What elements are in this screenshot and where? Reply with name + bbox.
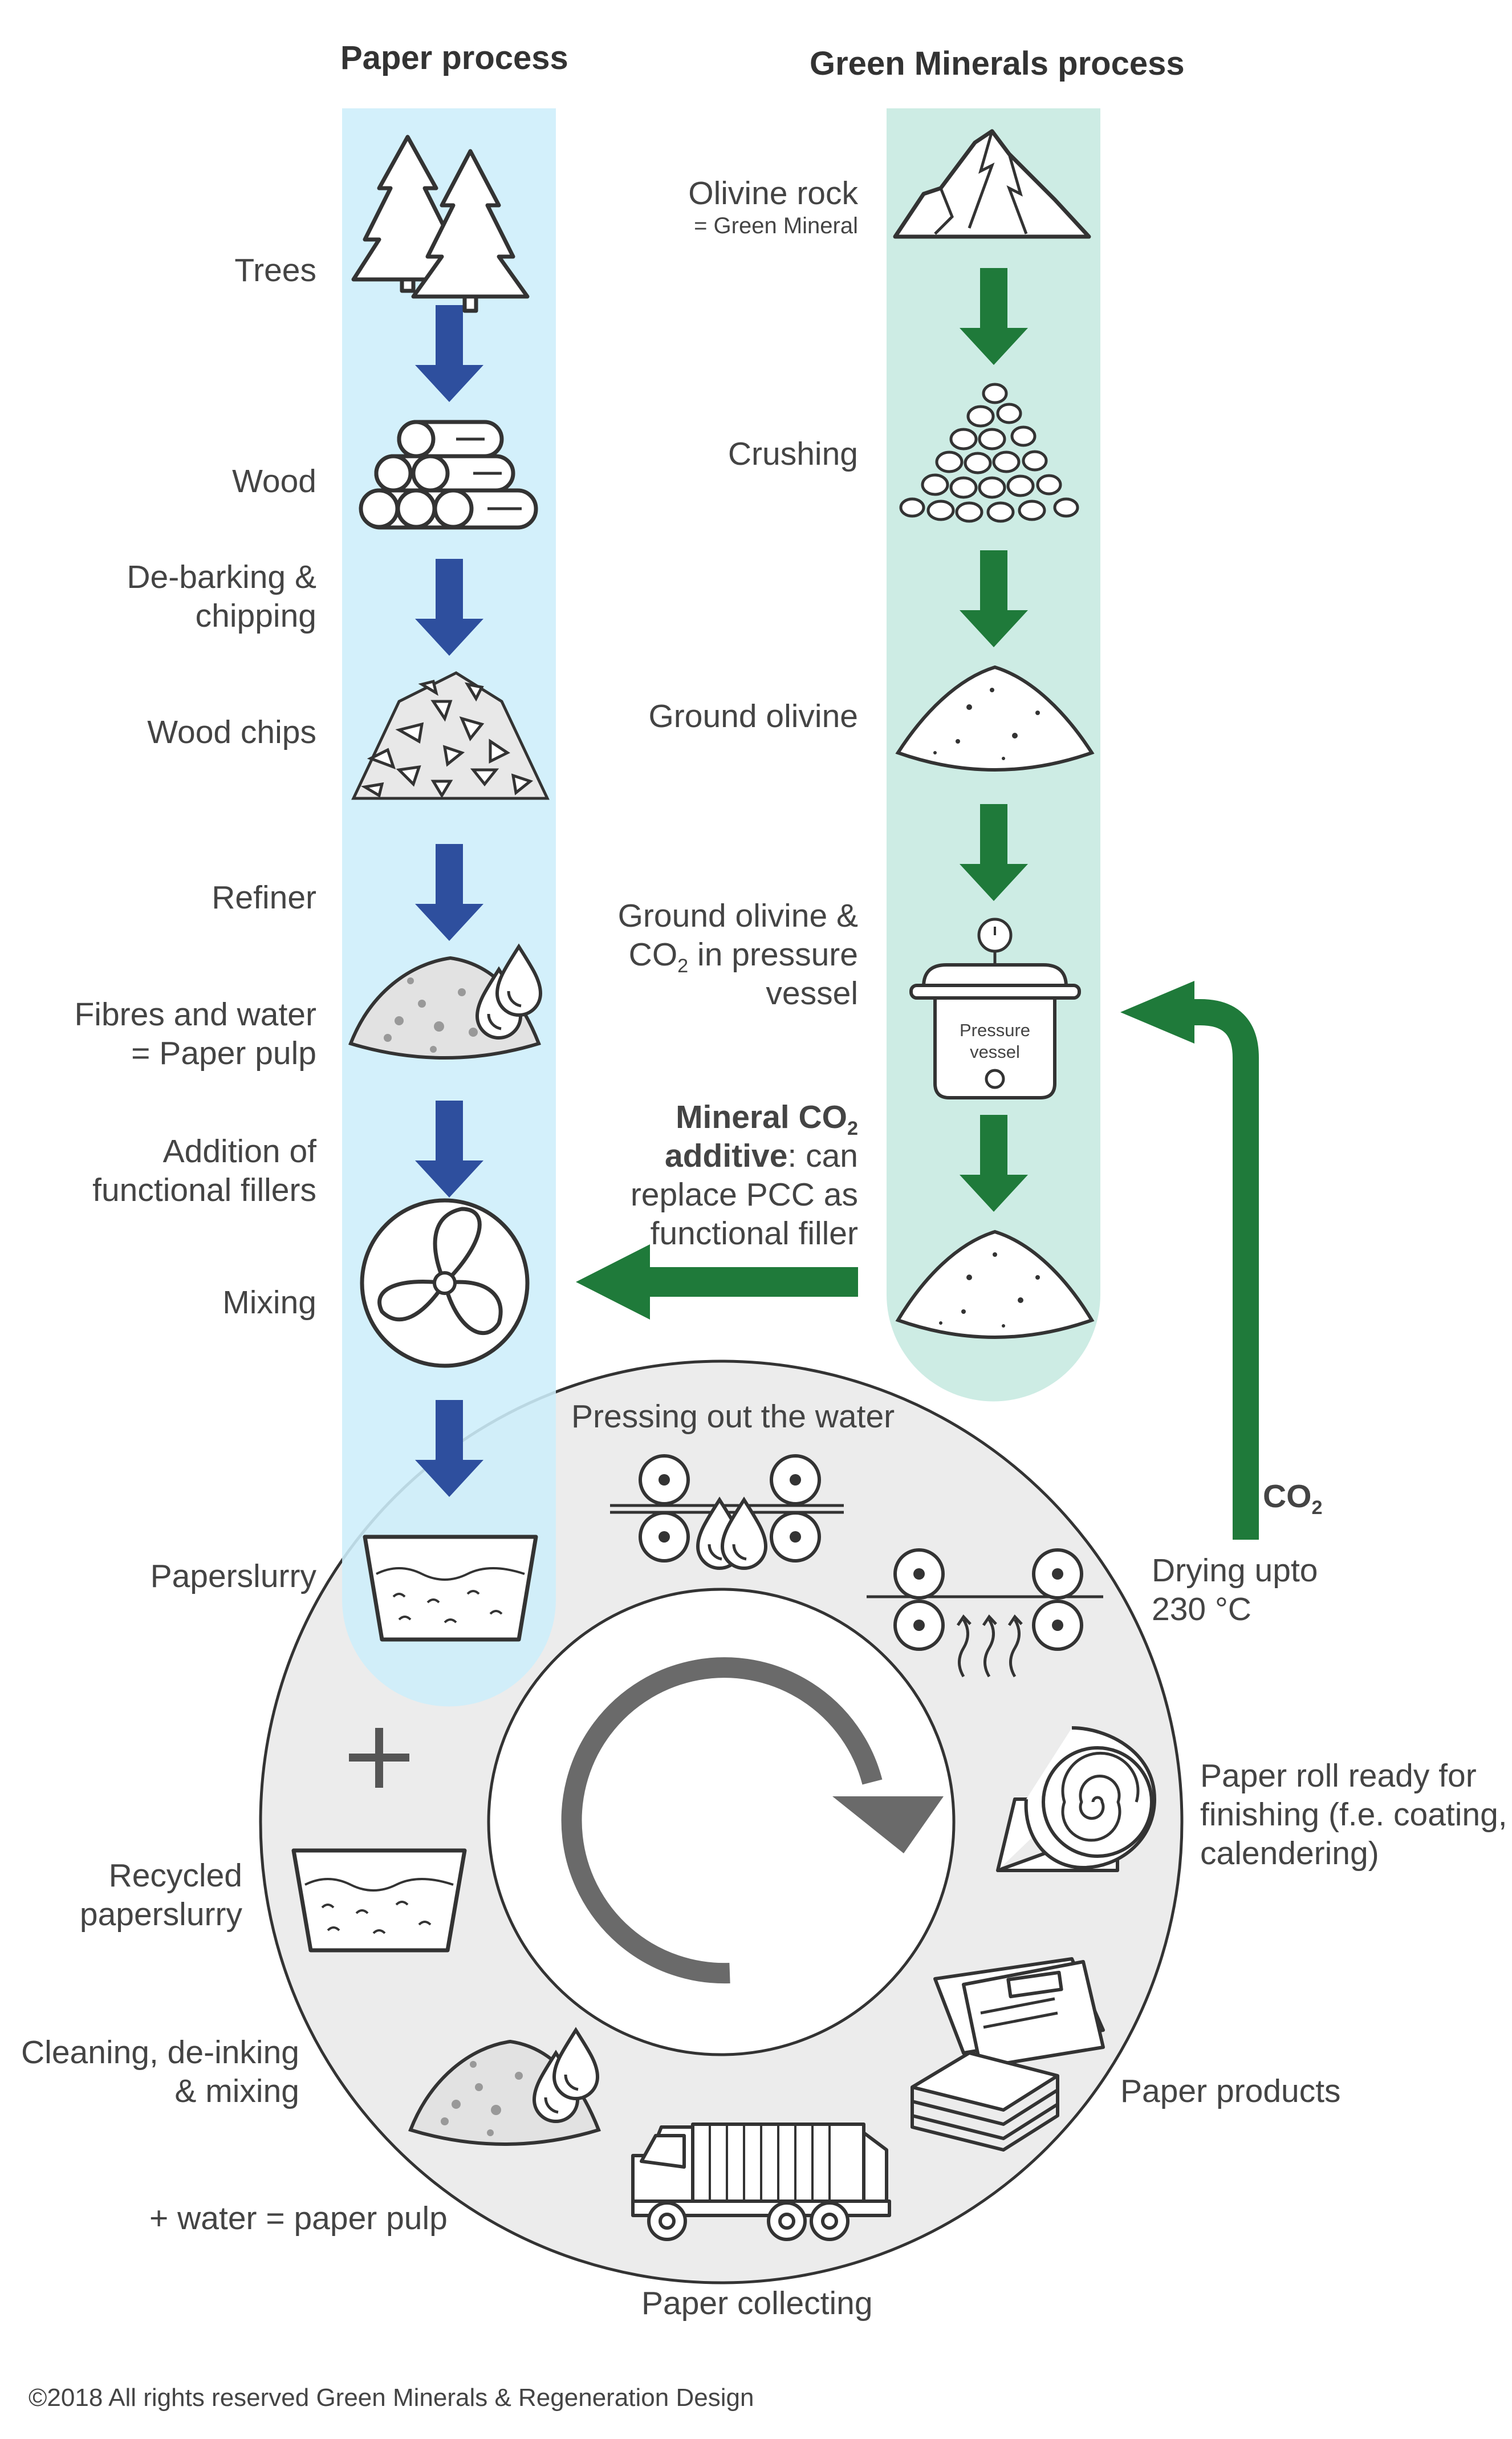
- label-pressing-water: Pressing out the water: [571, 1398, 895, 1435]
- cycle-arrow: [561, 1657, 883, 1984]
- label-wood: Wood: [232, 463, 316, 500]
- label-refiner: Refiner: [212, 879, 316, 916]
- pressing-rollers-icon: [610, 1456, 844, 1568]
- olivine-rock-icon: [893, 129, 1091, 239]
- label-paper-products: Paper products: [1120, 2073, 1341, 2109]
- paper-pulp-icon: [348, 947, 540, 1060]
- wood-chips-icon: [351, 671, 550, 800]
- paper-products-icon: [911, 1957, 1105, 2152]
- garbage-truck-icon: [631, 2123, 891, 2241]
- label-water-paper-pulp: + water = paper pulp: [149, 2200, 448, 2237]
- cycle-arrow-head: [832, 1796, 944, 1853]
- plus-sign: [349, 1728, 409, 1788]
- label-crushing: Crushing: [727, 436, 858, 472]
- label-cleaning: Cleaning, de-inking& mixing: [21, 2034, 299, 2109]
- label-trees: Trees: [234, 252, 316, 289]
- label-olivine-rock: Olivine rock: [688, 175, 858, 212]
- label-ground-olivine: Ground olivine: [648, 698, 858, 734]
- co2-return-arrow-head: [1120, 981, 1194, 1044]
- mineral-additive-icon: [895, 1229, 1095, 1339]
- drying-rollers-icon: [867, 1550, 1103, 1678]
- ground-olivine-icon: [895, 665, 1095, 772]
- label-co2: CO2: [1263, 1478, 1323, 1519]
- paperslurry-tub-icon: [363, 1535, 538, 1642]
- label-wood-chips: Wood chips: [147, 714, 316, 750]
- label-fibres-and-water: Fibres and water= Paper pulp: [74, 996, 316, 1072]
- pressure-vessel-icon: [909, 918, 1081, 1099]
- label-paper-collecting: Paper collecting: [641, 2285, 873, 2322]
- trees-icon: [351, 135, 530, 313]
- mixing-fan-icon: [360, 1198, 530, 1368]
- label-pressure-vessel-step: Ground olivine & CO2 in pressure vessel: [617, 898, 858, 1012]
- label-mixing: Mixing: [222, 1284, 316, 1321]
- copyright-footer: ©2018 All rights reserved Green Minerals…: [29, 2384, 754, 2412]
- arrow-additive-to-mixing: [576, 1244, 858, 1320]
- recycled-slurry-tub-icon: [291, 1848, 467, 1953]
- label-debarking: De-barking &chipping: [127, 559, 316, 634]
- cleaning-pulp-icon: [408, 2030, 601, 2146]
- label-mineral-co2-additive: Mineral CO2 additive: can replace PCC as…: [630, 1099, 858, 1252]
- label-green-mineral: = Green Mineral: [694, 213, 858, 238]
- wood-logs-icon: [359, 420, 538, 530]
- green-minerals-process-header: Green Minerals process: [810, 45, 1185, 82]
- label-paperslurry: Paperslurry: [150, 1558, 316, 1594]
- paper-roll-icon: [996, 1726, 1156, 1872]
- co2-return-pipe: [1192, 999, 1259, 1540]
- paper-process-header: Paper process: [340, 39, 568, 76]
- crushed-rock-icon: [899, 383, 1079, 523]
